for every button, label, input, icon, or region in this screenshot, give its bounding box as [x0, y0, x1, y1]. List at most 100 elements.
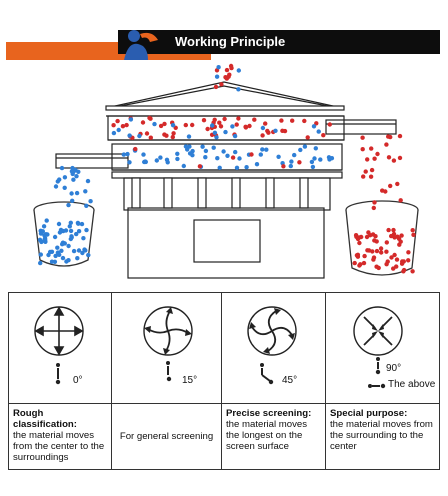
particle: [219, 82, 224, 87]
particle: [361, 174, 366, 179]
particle: [74, 174, 79, 179]
particle: [162, 121, 167, 127]
particle: [49, 249, 55, 254]
particle: [302, 118, 307, 124]
particle: [62, 175, 68, 180]
particle: [388, 134, 393, 140]
particle: [249, 152, 254, 157]
particle: [187, 151, 193, 156]
particle: [53, 253, 58, 259]
motor-cover: [193, 219, 261, 263]
particle: [144, 131, 150, 136]
particle: [371, 205, 376, 211]
particle: [236, 87, 241, 92]
particle: [298, 147, 303, 153]
particle: [175, 156, 180, 162]
particle: [56, 221, 62, 227]
particle: [111, 130, 117, 136]
particle: [84, 203, 89, 208]
particle: [76, 248, 82, 253]
particle: [41, 224, 47, 229]
particle: [311, 124, 317, 129]
particle: [406, 258, 411, 263]
particle: [260, 133, 265, 138]
particle: [360, 147, 365, 152]
particle: [40, 229, 45, 234]
upper-screen-body: [107, 115, 397, 141]
mode-description: Rough classification: the material moves…: [9, 403, 111, 469]
particle: [352, 260, 357, 266]
particle: [302, 144, 308, 149]
particle: [49, 259, 55, 264]
particle: [327, 122, 332, 127]
particle: [216, 65, 221, 70]
mode-description: For general screening: [112, 403, 221, 469]
particle: [406, 250, 411, 255]
particle: [368, 233, 373, 238]
particle: [222, 116, 227, 122]
particle: [53, 184, 59, 189]
lower-screen-body: [55, 143, 343, 171]
mode-icon-cell: 15°: [112, 293, 221, 403]
particle: [399, 233, 404, 238]
particle: [127, 160, 132, 165]
particle: [120, 124, 126, 129]
particle: [397, 155, 403, 161]
particle: [42, 237, 47, 242]
particle: [234, 165, 240, 170]
particle: [378, 246, 384, 251]
particle: [374, 239, 379, 244]
particle: [197, 164, 203, 169]
particle: [85, 178, 91, 184]
inward-arrows-icon: [353, 306, 403, 389]
particle: [67, 224, 73, 229]
particle: [80, 250, 85, 256]
particle: [385, 259, 390, 264]
particle: [375, 151, 380, 157]
screening-modes-table: 0° Rough classification: the material mo…: [8, 292, 440, 470]
mode-precise: 45° Precise screening: the material move…: [222, 293, 326, 469]
machine-lid: [105, 81, 345, 117]
particle: [369, 167, 375, 173]
particle: [70, 198, 75, 203]
particle: [214, 135, 219, 140]
particle: [170, 123, 176, 128]
particle: [357, 240, 362, 246]
particle: [224, 67, 230, 73]
mode-desc: the material moves from the center to th…: [13, 430, 105, 463]
particle: [316, 129, 321, 134]
particle: [83, 189, 88, 194]
mode-general: 15° For general screening: [112, 293, 222, 469]
lower-outlet-spout: [55, 153, 129, 169]
particle: [244, 165, 249, 170]
particle: [386, 155, 392, 160]
particle: [215, 156, 220, 161]
particle: [211, 145, 216, 150]
mode-desc: For general screening: [119, 431, 214, 442]
particle: [230, 155, 236, 160]
mode-special: 90° The above Special purpose: the mater…: [326, 293, 439, 469]
particle: [52, 234, 58, 240]
particle: [237, 156, 242, 161]
particle: [410, 269, 415, 274]
particle: [362, 253, 367, 259]
particle: [221, 149, 226, 154]
particle: [388, 183, 393, 189]
particle: [162, 132, 167, 137]
particle: [398, 198, 403, 203]
particle: [212, 117, 217, 122]
particle: [384, 142, 389, 147]
particle: [183, 122, 188, 128]
particle: [57, 177, 62, 182]
particle: [411, 232, 416, 237]
particle: [70, 165, 75, 171]
banner-black-bar: [118, 30, 440, 54]
particle: [364, 234, 370, 240]
particle: [205, 126, 210, 132]
particle: [59, 165, 65, 171]
particle: [186, 134, 192, 139]
particle: [327, 157, 332, 162]
tilt-angle-label: 15°: [182, 375, 198, 386]
particle: [372, 200, 377, 205]
particle: [57, 230, 63, 235]
